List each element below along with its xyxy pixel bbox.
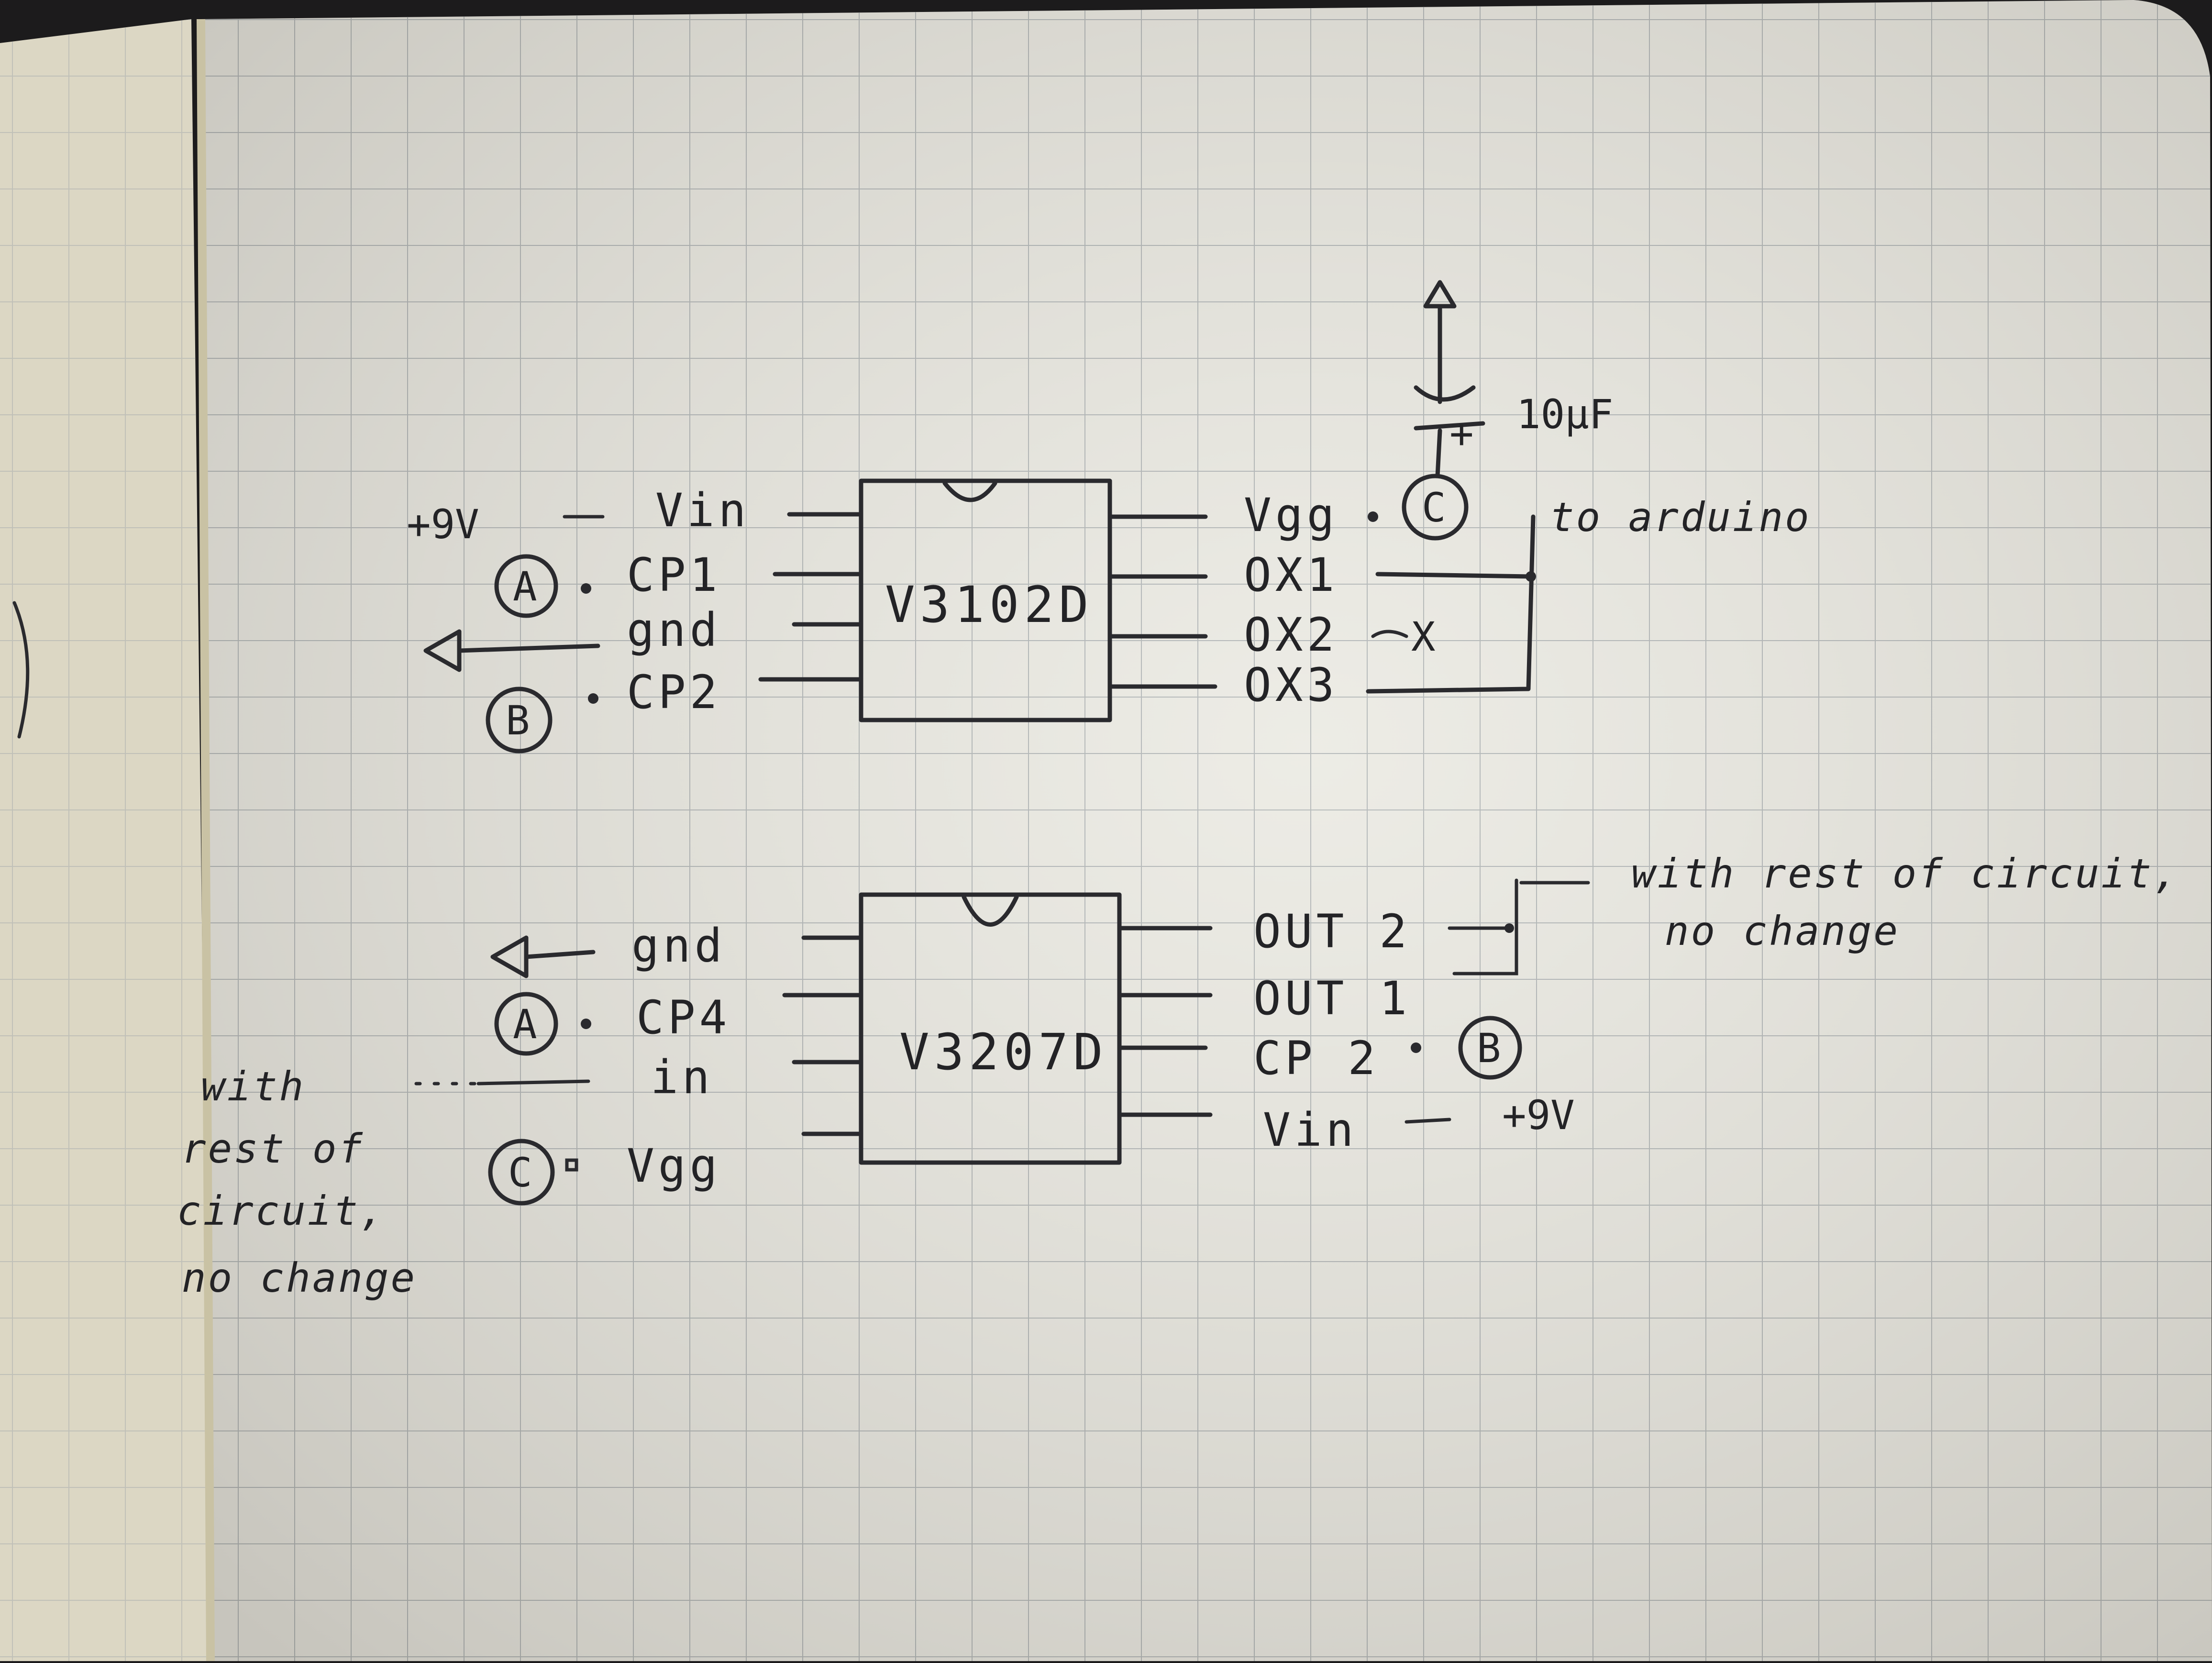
node-c-bottom-label: C	[508, 1149, 532, 1196]
node-a-top-label: A	[513, 563, 537, 610]
chip-bottom-notch	[962, 895, 1019, 927]
pin-out2-bottom: OUT 2	[1253, 905, 1411, 958]
capacitor-plate-upper	[1414, 385, 1476, 402]
chip-bottom-body	[859, 892, 1122, 1165]
pin-in-bottom: in	[651, 1051, 714, 1104]
node-b-top	[486, 687, 553, 754]
pin-out1-bottom: OUT 1	[1253, 972, 1411, 1025]
note-left-line4: no change	[182, 1254, 417, 1301]
node-a-bottom	[494, 992, 558, 1056]
capacitor-plus: +	[1449, 410, 1474, 457]
capacitor-value: 10µF	[1516, 391, 1613, 438]
note-left-line1: with	[201, 1063, 305, 1110]
node-c-bottom	[488, 1139, 555, 1206]
node-c-top-label: C	[1422, 484, 1446, 531]
pin-vgg-top: Vgg	[1244, 488, 1338, 542]
note-right-line1: with rest of circuit,	[1631, 850, 2179, 897]
pin-cp1-top: CP1	[627, 548, 721, 602]
pin-cp2-bottom: CP 2	[1253, 1031, 1379, 1085]
node-c-top	[1402, 474, 1469, 541]
chip-bottom: V3207D gnd A CP4 in C Vgg OUT 2 OUT 1 CP…	[177, 850, 2179, 1301]
plus9v-label-top: +9V	[407, 501, 479, 548]
pin-ox3-top: OX3	[1244, 658, 1338, 712]
ground-arrow-icon-cap	[1423, 280, 1457, 309]
no-connect-x: X	[1411, 613, 1436, 660]
chip-top-notch	[942, 481, 997, 502]
note-right-line2: no change	[1665, 908, 1900, 954]
plus9v-label-bottom: +9V	[1502, 1092, 1575, 1139]
note-left-line2: rest of	[182, 1125, 365, 1172]
pin-gnd-bottom: gnd	[631, 919, 726, 973]
pin-gnd-top: gnd	[627, 603, 721, 657]
node-a-top	[494, 554, 558, 618]
node-a-bottom-label: A	[513, 1001, 537, 1048]
pin-cp2-top: CP2	[627, 665, 721, 719]
left-page-bracket	[12, 601, 30, 739]
pin-ox1-top: OX1	[1244, 548, 1338, 602]
pin-vin-bottom: Vin	[1263, 1103, 1357, 1157]
node-b-bottom	[1458, 1016, 1522, 1080]
page-gutter	[197, 19, 215, 1662]
pin-vgg-bottom: Vgg	[627, 1139, 721, 1193]
pin-vin-top: Vin	[655, 484, 750, 537]
chip-top-part: V3102D	[885, 576, 1094, 634]
node-b-top-label: B	[506, 697, 530, 744]
chip-bottom-part: V3207D	[899, 1023, 1108, 1081]
chip-top: V3102D +9V Vin A CP1 gnd B CP2 Vgg C OX1	[407, 280, 1811, 754]
to-arduino-note: to arduino	[1550, 494, 1811, 541]
pin-cp4-bottom: CP4	[636, 991, 730, 1044]
pin-ox2-top: OX2	[1244, 608, 1338, 662]
capacitor-plate-lower	[1414, 421, 1485, 431]
node-b-bottom-label: B	[1477, 1025, 1501, 1072]
chip-top-body	[859, 478, 1112, 722]
note-left-line3: circuit,	[177, 1187, 386, 1234]
